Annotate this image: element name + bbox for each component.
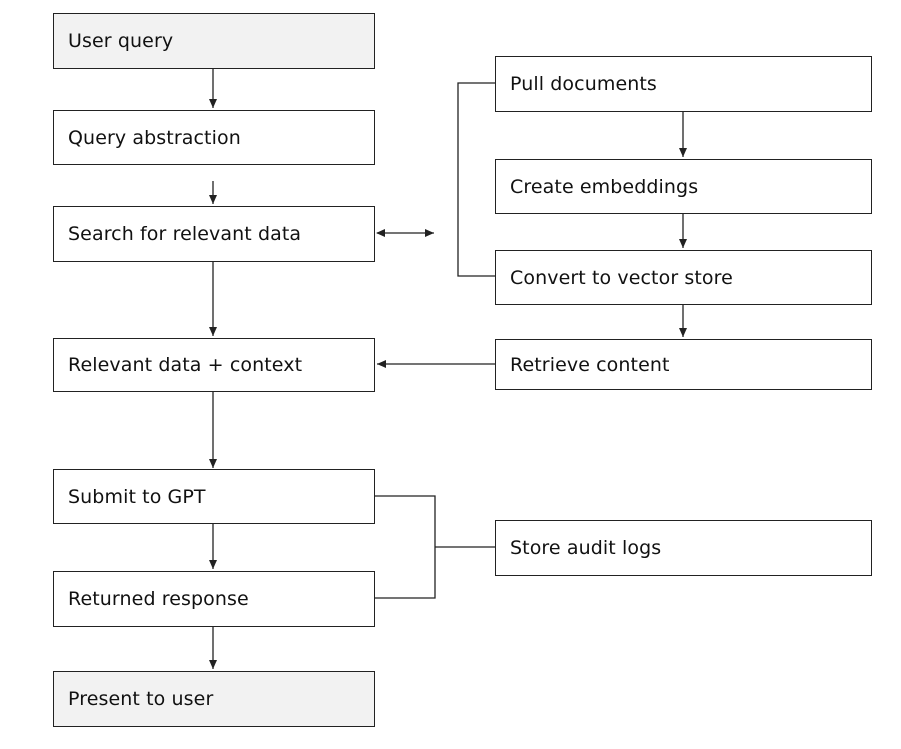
node-label: Present to user [68, 688, 214, 710]
node-search-relevant-data: Search for relevant data [53, 206, 375, 262]
node-label: Relevant data + context [68, 354, 303, 376]
node-label: Retrieve content [510, 353, 670, 376]
node-user-query: User query [53, 13, 375, 69]
node-convert-vector-store: Convert to vector store [495, 250, 872, 305]
node-label: Submit to GPT [68, 485, 206, 508]
node-pull-documents: Pull documents [495, 56, 872, 112]
node-label: Store audit logs [510, 537, 662, 559]
node-label: Query abstraction [68, 126, 241, 149]
node-label: Search for relevant data [68, 223, 302, 245]
node-label: User query [68, 30, 174, 52]
node-query-abstraction: Query abstraction [53, 110, 375, 165]
node-relevant-data-context: Relevant data + context [53, 338, 375, 392]
node-retrieve-content: Retrieve content [495, 339, 872, 390]
node-submit-gpt: Submit to GPT [53, 469, 375, 524]
node-label: Create embeddings [510, 175, 699, 198]
node-label: Convert to vector store [510, 266, 733, 289]
node-returned-response: Returned response [53, 571, 375, 627]
node-create-embeddings: Create embeddings [495, 159, 872, 214]
node-present-user: Present to user [53, 671, 375, 727]
bracket-pull-to-vector-store [457, 82, 495, 277]
node-store-audit-logs: Store audit logs [495, 520, 872, 576]
node-label: Pull documents [510, 73, 657, 95]
node-label: Returned response [68, 588, 249, 610]
bracket-gpt-response-audit [375, 495, 436, 599]
